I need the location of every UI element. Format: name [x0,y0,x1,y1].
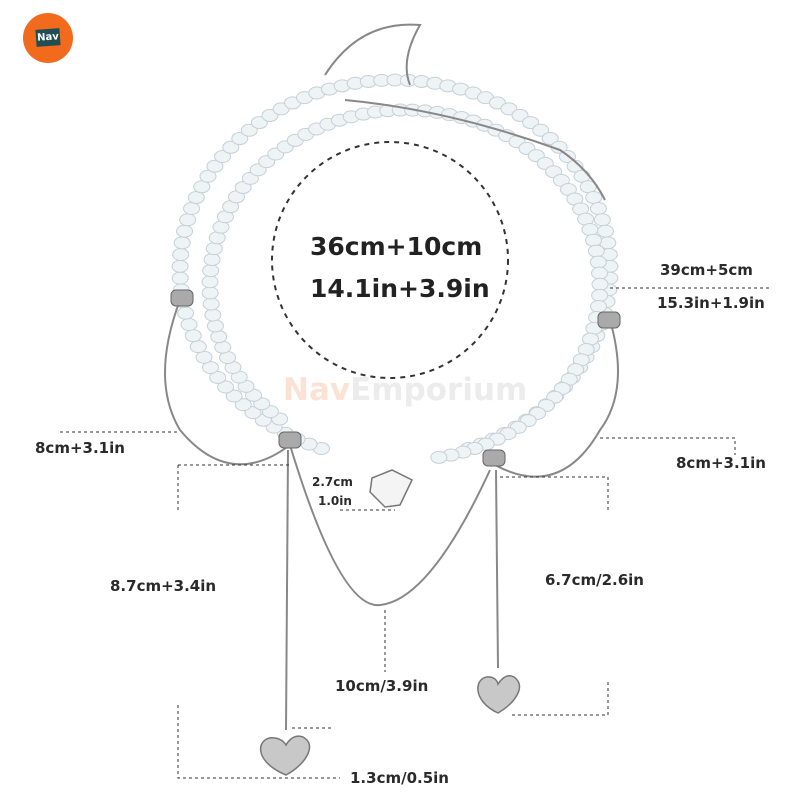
bead [231,132,249,146]
left-drop-length: 8.7cm+3.4in [110,577,217,595]
bead [210,330,228,344]
bead [201,275,219,289]
bead [214,150,232,164]
middle-chain [289,444,491,607]
bead [593,213,611,227]
crystal-beads [171,73,619,464]
bead [179,213,197,227]
bead [541,132,559,146]
bead [250,116,268,130]
bead [222,140,240,154]
bead [522,116,540,130]
bead [202,264,220,278]
left-chain-length: 8cm+3.1in [35,439,125,457]
middle-drop-length: 10cm/3.9in [335,677,429,695]
bead [201,286,219,300]
left-drop-chain [285,449,289,731]
bead [206,159,224,173]
bead [240,123,258,137]
bead [581,223,599,237]
bead [204,308,222,322]
brand-logo: Nav [23,13,73,63]
bead [209,370,227,384]
bead [225,389,243,403]
bead [217,380,235,394]
bead [203,253,221,267]
bead [183,201,201,215]
bead [172,248,190,262]
heart-size: 1.3cm/0.5in [350,769,449,787]
outer-length-cm: 39cm+5cm [660,261,753,279]
bead [596,224,614,238]
bead [589,255,607,269]
right-drop-chain [495,469,499,669]
outer-length-in: 15.3in+1.9in [657,294,765,312]
bead [205,242,223,256]
bead [430,450,448,464]
bead [234,398,252,412]
bead [585,233,603,247]
bead [591,288,609,302]
left-chain [164,299,291,466]
bead [199,169,217,183]
right-drop-length: 6.7cm/2.6in [545,571,644,589]
inner-length-in: 14.1in+3.9in [310,274,490,303]
bead [180,317,198,331]
bead [201,361,219,375]
heart-charms [259,469,521,776]
chains [164,23,619,731]
bead [591,266,609,280]
bead [589,201,607,215]
bead [511,108,529,122]
bead [585,190,603,204]
bead [171,271,189,285]
bead [590,300,608,314]
bead [187,190,205,204]
bead [532,123,550,137]
bead [244,406,262,420]
bead [171,259,189,273]
bead [208,231,226,245]
bead [189,340,207,354]
spacer-beads [170,289,621,467]
right-chain-length: 8cm+3.1in [676,454,766,472]
bead [587,244,605,258]
inner-length-cm: 36cm+10cm [310,232,483,261]
bead [177,306,195,320]
watermark: NavEmporium [283,372,528,408]
right-chain [494,319,619,478]
pendant-size-in: 1.0in [318,494,352,508]
bead [184,329,202,343]
bead [202,297,220,311]
bead [206,319,224,333]
pendant-size-cm: 2.7cm [312,475,353,489]
bead [173,236,191,250]
bead [591,277,609,291]
bead [176,224,194,238]
dimension-lines [60,141,770,779]
